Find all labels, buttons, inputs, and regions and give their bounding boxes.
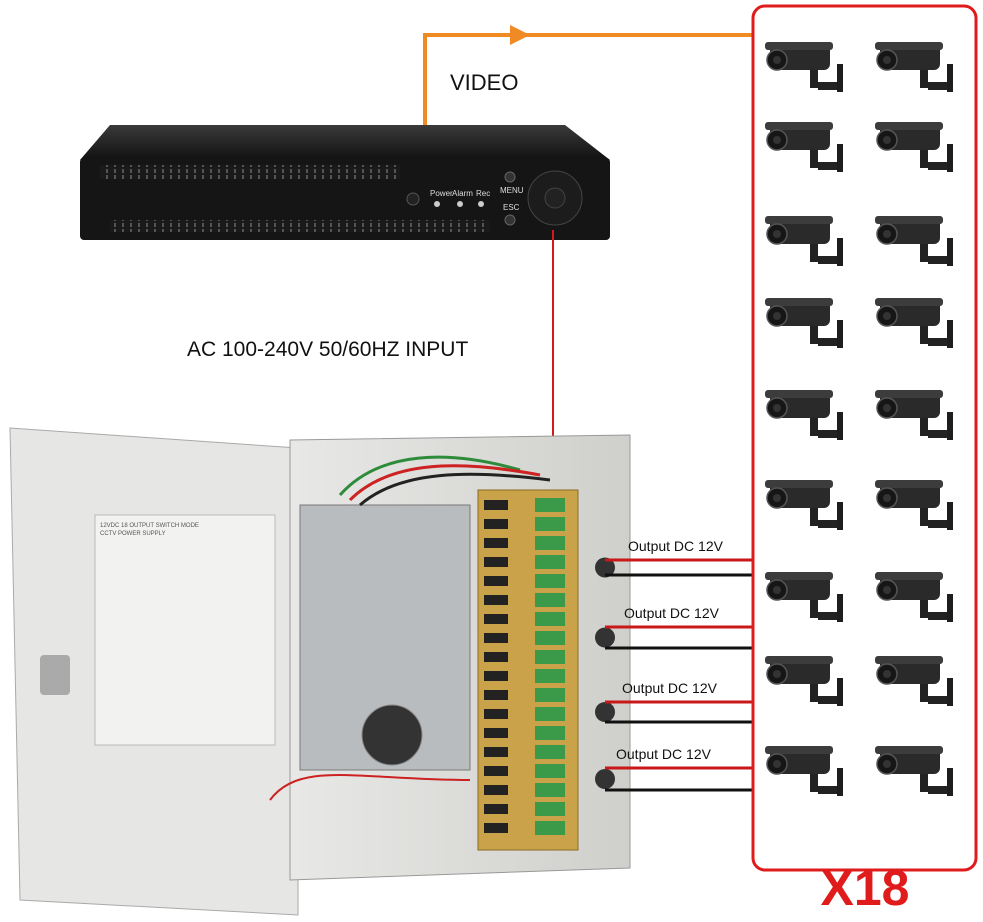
camera-icon [764,745,844,797]
terminal-block [535,631,565,645]
camera-icon [874,297,954,349]
terminal-block [535,574,565,588]
output-label: Output DC 12V [622,680,718,696]
camera-icon [764,389,844,441]
terminal-block [535,517,565,531]
camera-icon [764,571,844,623]
terminal-block [535,688,565,702]
fuse [484,690,508,700]
camera-icon [874,655,954,707]
fuse [484,823,508,833]
camera-icon [764,215,844,267]
terminal-block [535,669,565,683]
terminal-block [535,745,565,759]
output-port [595,702,615,722]
fuse [484,785,508,795]
power-supply-box: 12VDC 18 OUTPUT SWITCH MODE CCTV POWER S… [9,427,631,916]
terminal-block [535,783,565,797]
fuse [484,633,508,643]
fuse [484,709,508,719]
esc-label: ESC [503,203,520,212]
terminal-block [535,764,565,778]
fuse [484,804,508,814]
ac-input-label: AC 100-240V 50/60HZ INPUT [187,338,468,361]
fuse [484,576,508,586]
camera-group-frame [751,4,978,872]
terminal-block [535,536,565,550]
video-line [423,33,752,140]
camera-icon [874,121,954,173]
output-port [595,557,615,578]
terminal-block [535,612,565,626]
alarm-label: Alarm [452,189,473,198]
fuse [484,500,508,510]
camera-icon [764,655,844,707]
output-port [595,769,615,789]
manual-title-1: 12VDC 18 OUTPUT SWITCH MODE [100,523,199,529]
arrow-icon [510,25,530,45]
output-label: Output DC 12V [628,538,724,554]
fuse [484,671,508,681]
camera-quantity-label: X18 [821,860,910,916]
camera-icon [874,745,954,797]
manual-title-2: CCTV POWER SUPPLY [100,531,166,537]
power-label: Power [430,189,453,198]
camera-icon [874,41,954,93]
camera-icon [874,389,954,441]
camera-icon [874,479,954,531]
camera-icon [764,121,844,173]
camera-icon [764,297,844,349]
camera-icon [764,479,844,531]
dvr-recorder: Power Alarm Rec MENU ESC [80,125,610,240]
fan-icon [361,704,423,766]
fuse [484,747,508,757]
terminal-block [535,726,565,740]
video-label: VIDEO [450,70,518,95]
fuse [484,557,508,567]
fuse [484,728,508,738]
fuse [484,766,508,776]
menu-button [504,171,516,183]
output-port [595,627,615,648]
fuse [484,595,508,605]
fuse [484,614,508,624]
lock-icon [40,655,70,695]
menu-label: MENU [500,186,524,195]
fuse [484,519,508,529]
camera-icon [764,41,844,93]
terminal-block [535,802,565,816]
camera-icon [874,571,954,623]
terminal-block [535,821,565,835]
terminal-block [535,707,565,721]
fuse [484,538,508,548]
fuse [484,652,508,662]
output-label: Output DC 12V [616,746,712,762]
camera-icon [874,215,954,267]
output-label: Output DC 12V [624,605,720,621]
terminal-block [535,555,565,569]
terminal-block [535,650,565,664]
terminal-block [535,593,565,607]
rec-label: Rec [476,189,490,198]
terminal-block [535,498,565,512]
